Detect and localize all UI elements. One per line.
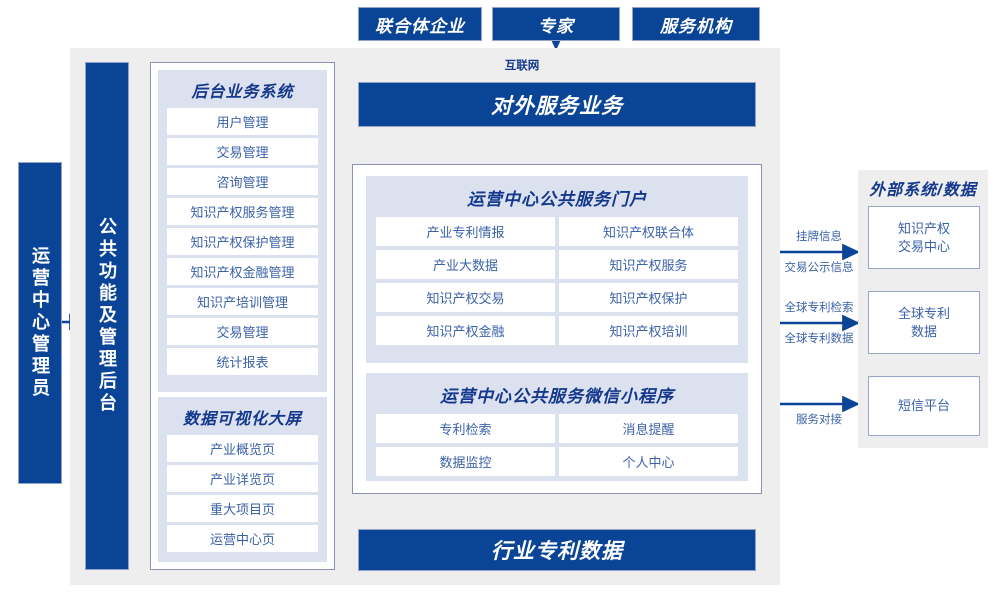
admin-backend-label: 公共功能及管理后台 bbox=[97, 217, 117, 415]
dataviz-item-label: 重大项目页 bbox=[209, 502, 275, 517]
backend-item-label: 用户管理 bbox=[216, 115, 269, 130]
public-portal-panel: 运营中心公共服务门户 产业专利情报 知识产权联合体 产业大数据 知识产权服务 知… bbox=[366, 176, 748, 363]
external-system-box-1[interactable]: 全球专利 数据 bbox=[868, 291, 980, 354]
top-actor-box-2[interactable]: 服务机构 bbox=[632, 7, 760, 41]
dataviz-item[interactable]: 产业概览页 bbox=[167, 435, 318, 462]
portal-item-label: 知识产权交易 bbox=[426, 291, 505, 306]
backend-item-label: 知识产权保护管理 bbox=[190, 235, 295, 250]
miniprogram-item-label: 消息提醒 bbox=[622, 422, 675, 437]
portal-item[interactable]: 知识产权服务 bbox=[559, 250, 738, 279]
external-system-label-line2: 交易中心 bbox=[897, 238, 950, 254]
portal-item-label: 知识产权服务 bbox=[609, 258, 688, 273]
miniprogram-item[interactable]: 消息提醒 bbox=[559, 414, 738, 443]
miniprogram-item[interactable]: 个人中心 bbox=[559, 447, 738, 476]
external-system-box-2[interactable]: 短信平台 bbox=[868, 376, 980, 436]
internet-label-text: 互联网 bbox=[504, 60, 540, 72]
portal-item-label: 产业专利情报 bbox=[426, 225, 505, 240]
miniprogram-item-label: 数据监控 bbox=[439, 455, 492, 470]
external-connector-label-below-0: 交易公示信息 bbox=[784, 262, 854, 274]
backend-item[interactable]: 知识产权金融管理 bbox=[167, 258, 318, 285]
external-system-label-line1: 全球专利 bbox=[897, 305, 950, 321]
portal-item-label: 知识产权金融 bbox=[426, 324, 505, 339]
external-connector-label-above-1: 全球专利检索 bbox=[784, 302, 854, 314]
dataviz-item[interactable]: 重大项目页 bbox=[167, 495, 318, 522]
miniprogram-grid: 专利检索 消息提醒 数据监控 个人中心 bbox=[367, 414, 747, 485]
portal-item[interactable]: 知识产权金融 bbox=[376, 316, 555, 345]
industry-patent-data-label: 行业专利数据 bbox=[491, 540, 623, 563]
external-system-label: 知识产权 交易中心 bbox=[898, 220, 950, 255]
portal-item[interactable]: 知识产权保护 bbox=[559, 283, 738, 312]
dataviz-item-label: 产业概览页 bbox=[209, 442, 275, 457]
backend-system-panel: 后台业务系统 用户管理 交易管理 咨询管理 知识产权服务管理 知识产权保护管理 … bbox=[158, 70, 327, 392]
public-portal-title: 运营中心公共服务门户 bbox=[467, 190, 647, 209]
external-connector-label-above-0: 挂牌信息 bbox=[796, 231, 842, 243]
external-connector-label-below-1: 全球专利数据 bbox=[784, 333, 854, 345]
dataviz-item-label: 产业详览页 bbox=[209, 472, 275, 487]
portal-item[interactable]: 知识产权培训 bbox=[559, 316, 738, 345]
public-portal-grid: 产业专利情报 知识产权联合体 产业大数据 知识产权服务 知识产权交易 知识产权保… bbox=[367, 217, 747, 354]
backend-system-list: 用户管理 交易管理 咨询管理 知识产权服务管理 知识产权保护管理 知识产权金融管… bbox=[159, 108, 326, 382]
portal-item-label: 知识产权保护 bbox=[609, 291, 688, 306]
left-actor-label: 运营中心管理员 bbox=[30, 246, 50, 400]
miniprogram-title: 运营中心公共服务微信小程序 bbox=[440, 387, 674, 406]
miniprogram-item-label: 专利检索 bbox=[439, 422, 492, 437]
top-actor-box-0[interactable]: 联合体企业 bbox=[358, 7, 482, 41]
backend-item-label: 知识产权金融管理 bbox=[190, 265, 295, 280]
dataviz-item-label: 运营中心页 bbox=[209, 532, 275, 547]
backend-item-label: 交易管理 bbox=[216, 145, 269, 160]
external-connector-label-below-2: 服务对接 bbox=[796, 414, 842, 426]
external-system-label-line1: 短信平台 bbox=[897, 398, 950, 414]
external-service-bar[interactable]: 对外服务业务 bbox=[358, 82, 756, 127]
data-visualization-title: 数据可视化大屏 bbox=[182, 411, 302, 428]
backend-item-label: 咨询管理 bbox=[216, 175, 269, 190]
dataviz-item[interactable]: 产业详览页 bbox=[167, 465, 318, 492]
backend-item[interactable]: 知识产权保护管理 bbox=[167, 228, 318, 255]
miniprogram-item[interactable]: 专利检索 bbox=[376, 414, 555, 443]
backend-item[interactable]: 交易管理 bbox=[167, 138, 318, 165]
external-service-label: 对外服务业务 bbox=[491, 94, 623, 118]
backend-item-label: 统计报表 bbox=[216, 355, 269, 370]
industry-patent-data-bar[interactable]: 行业专利数据 bbox=[358, 529, 756, 571]
top-actor-label: 联合体企业 bbox=[375, 16, 465, 36]
portal-item[interactable]: 产业大数据 bbox=[376, 250, 555, 279]
external-system-box-0[interactable]: 知识产权 交易中心 bbox=[868, 206, 980, 269]
portal-item-label: 知识产权培训 bbox=[609, 324, 688, 339]
external-systems-title: 外部系统/数据 bbox=[869, 182, 977, 199]
miniprogram-panel: 运营中心公共服务微信小程序 专利检索 消息提醒 数据监控 个人中心 bbox=[366, 373, 748, 481]
portal-item[interactable]: 知识产权交易 bbox=[376, 283, 555, 312]
backend-item[interactable]: 统计报表 bbox=[167, 348, 318, 375]
external-system-label-line2: 数据 bbox=[910, 323, 937, 339]
top-actor-label: 服务机构 bbox=[660, 16, 732, 36]
portal-item-label: 知识产权联合体 bbox=[602, 225, 694, 240]
backend-system-title: 后台业务系统 bbox=[191, 84, 294, 101]
backend-item-label: 知识产权服务管理 bbox=[190, 205, 295, 220]
external-system-label: 全球专利 数据 bbox=[898, 305, 950, 340]
portal-item-label: 产业大数据 bbox=[432, 258, 498, 273]
backend-item[interactable]: 知识产培训管理 bbox=[167, 288, 318, 315]
backend-item[interactable]: 用户管理 bbox=[167, 108, 318, 135]
left-actor-column[interactable]: 运营中心管理员 bbox=[18, 162, 62, 484]
portal-item[interactable]: 产业专利情报 bbox=[376, 217, 555, 246]
portal-item[interactable]: 知识产权联合体 bbox=[559, 217, 738, 246]
external-system-label: 短信平台 bbox=[898, 397, 950, 415]
data-visualization-list: 产业概览页 产业详览页 重大项目页 运营中心页 bbox=[159, 435, 326, 559]
backend-item-label: 交易管理 bbox=[216, 325, 269, 340]
top-actor-label: 专家 bbox=[538, 16, 574, 36]
admin-backend-column[interactable]: 公共功能及管理后台 bbox=[85, 62, 129, 570]
dataviz-item[interactable]: 运营中心页 bbox=[167, 525, 318, 552]
external-system-label-line1: 知识产权 bbox=[897, 220, 950, 236]
internet-link-label: 互联网 bbox=[493, 57, 551, 73]
backend-item[interactable]: 知识产权服务管理 bbox=[167, 198, 318, 225]
miniprogram-item-label: 个人中心 bbox=[622, 455, 675, 470]
miniprogram-item[interactable]: 数据监控 bbox=[376, 447, 555, 476]
top-actor-box-1[interactable]: 专家 bbox=[492, 7, 620, 41]
data-visualization-panel: 数据可视化大屏 产业概览页 产业详览页 重大项目页 运营中心页 bbox=[158, 397, 327, 562]
backend-item-label: 知识产培训管理 bbox=[196, 295, 288, 310]
backend-item[interactable]: 咨询管理 bbox=[167, 168, 318, 195]
backend-item[interactable]: 交易管理 bbox=[167, 318, 318, 345]
